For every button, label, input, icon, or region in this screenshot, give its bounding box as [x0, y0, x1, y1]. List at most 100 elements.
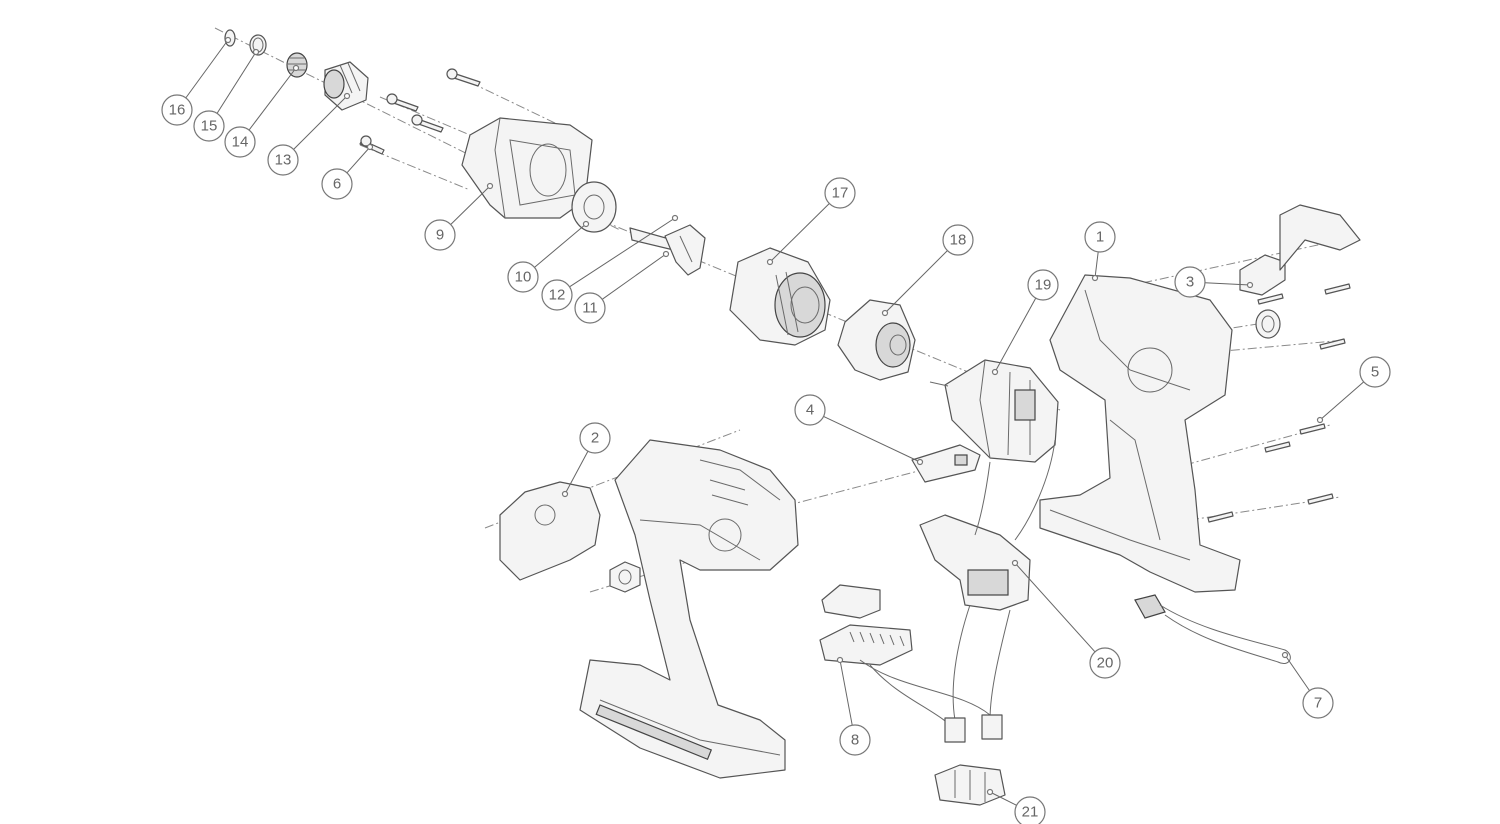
callout-label: 1: [1096, 229, 1104, 246]
leader-dot: [916, 458, 924, 466]
leader-line: [216, 51, 257, 114]
leader-dot: [836, 656, 844, 664]
callout-circle: [507, 261, 539, 293]
part-4-direction-switch: [911, 444, 981, 483]
leader-line: [839, 659, 853, 726]
callout-label: 21: [1022, 804, 1039, 821]
callout-part-8: 8: [836, 656, 871, 756]
callout-part-11: 11: [574, 250, 670, 324]
part-7-lanyard: [1134, 594, 1291, 664]
callout-part-18: 18: [881, 224, 974, 317]
leader-dot: [366, 143, 374, 151]
callout-part-14: 14: [224, 64, 300, 158]
leader-line: [569, 217, 676, 288]
callout-label: 18: [950, 232, 967, 249]
callout-label: 15: [201, 118, 218, 135]
callout-label: 6: [333, 176, 341, 193]
callout-part-16: 16: [161, 36, 232, 126]
part-10-washer: [571, 181, 617, 233]
leader-line: [248, 67, 297, 131]
callout-part-21: 21: [986, 788, 1046, 824]
leader-dot: [662, 250, 670, 258]
leader-line: [1014, 562, 1096, 653]
callout-circle: [824, 177, 856, 209]
leader-dot: [224, 36, 232, 44]
part-5-screws: [1207, 283, 1351, 523]
callout-part-1: 1: [1084, 221, 1116, 282]
part-17-clutch: [729, 247, 831, 346]
leader-line: [1319, 381, 1365, 421]
callout-label: 16: [169, 102, 186, 119]
leader-line: [769, 203, 830, 263]
callout-circle: [424, 219, 456, 251]
leader-line: [1204, 282, 1251, 286]
callout-circle: [579, 422, 611, 454]
callout-part-12: 12: [541, 214, 679, 311]
callout-label: 7: [1314, 695, 1322, 712]
leader-line: [823, 415, 921, 463]
part-21-terminal-block: [934, 764, 1006, 806]
terminal-cover: [821, 584, 881, 619]
leader-line: [1284, 654, 1310, 691]
callout-part-17: 17: [766, 177, 856, 266]
part-13-sleeve: [323, 61, 369, 111]
callout-circle: [1302, 687, 1334, 719]
leader-dot: [561, 490, 569, 498]
leader-dot: [343, 92, 351, 100]
part-20-trigger-switch: [919, 439, 1056, 743]
leader-line: [989, 791, 1017, 806]
leader-line: [185, 39, 229, 99]
leader-line: [994, 297, 1037, 373]
nut: [609, 561, 641, 593]
part-3-cap: [1239, 204, 1361, 296]
part-18-gearbox: [837, 299, 916, 381]
callout-label: 19: [1035, 277, 1052, 294]
part-1-housing-half: [1039, 274, 1241, 593]
callout-label: 4: [806, 402, 814, 419]
callout-part-5: 5: [1316, 356, 1391, 424]
part-19-motor: [929, 359, 1059, 463]
callout-circle: [574, 292, 606, 324]
callout-part-7: 7: [1281, 651, 1334, 719]
leader-dot: [1246, 281, 1254, 289]
leader-dot: [292, 64, 300, 72]
part-11-12-spindle: [629, 224, 706, 276]
callout-label: 17: [832, 185, 849, 202]
callout-circle: [1027, 269, 1059, 301]
leader-dot: [881, 309, 889, 317]
callout-circle: [1359, 356, 1391, 388]
callout-circle: [161, 94, 193, 126]
leader-line: [564, 450, 589, 495]
leader-dot: [1281, 651, 1289, 659]
leader-dot: [986, 788, 994, 796]
callout-label: 9: [436, 227, 444, 244]
callout-part-13: 13: [267, 92, 351, 176]
callout-label: 12: [549, 287, 566, 304]
callout-label: 2: [591, 430, 599, 447]
callout-circle: [193, 110, 225, 142]
callout-part-9: 9: [424, 182, 494, 251]
leader-dot: [1316, 416, 1324, 424]
leader-dot: [252, 48, 260, 56]
callout-part-6: 6: [321, 143, 374, 200]
callout-part-15: 15: [193, 48, 260, 142]
leader-line: [293, 95, 348, 150]
gear-case-screws: [386, 68, 481, 133]
callout-circle: [942, 224, 974, 256]
bushing-ring: [1255, 309, 1281, 339]
leader-dot: [486, 182, 494, 190]
callout-label: 14: [232, 134, 249, 151]
callout-circle: [1014, 796, 1046, 824]
callout-circle: [1089, 647, 1121, 679]
callout-circle: [1084, 221, 1116, 253]
callout-label: 13: [275, 152, 292, 169]
callout-label: 5: [1371, 364, 1379, 381]
leader-line: [601, 253, 667, 300]
callout-circle: [541, 279, 573, 311]
callout-circle: [839, 724, 871, 756]
callout-part-10: 10: [507, 220, 590, 293]
part-2-front-cover: [499, 481, 601, 581]
callout-label: 20: [1097, 655, 1114, 672]
